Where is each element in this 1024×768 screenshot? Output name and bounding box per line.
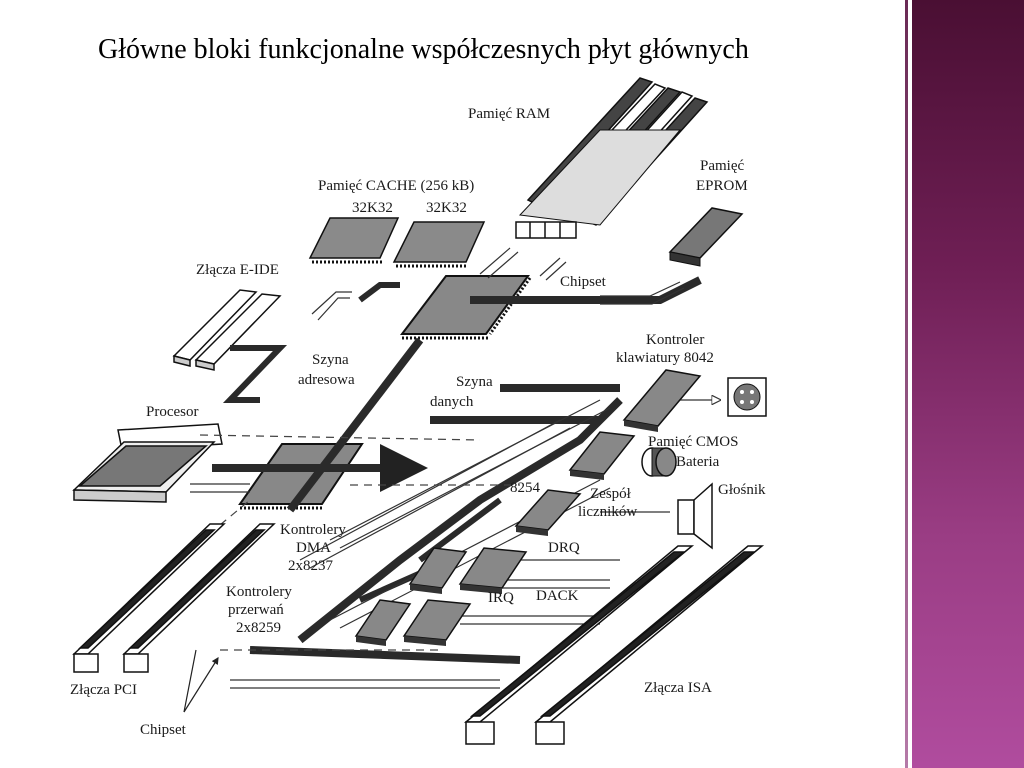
timer-chip bbox=[514, 489, 582, 536]
label-addr-bus-2: adresowa bbox=[298, 372, 355, 388]
label-ram: Pamięć RAM bbox=[468, 106, 550, 122]
label-counters-1: Zespół bbox=[590, 486, 632, 502]
outlined-buses bbox=[190, 247, 720, 689]
label-dack: DACK bbox=[536, 588, 579, 604]
eprom-chip bbox=[668, 207, 744, 267]
pic-chip-2 bbox=[402, 599, 472, 646]
speaker-icon bbox=[677, 482, 713, 550]
label-dma-2: DMA bbox=[296, 540, 331, 556]
label-processor: Procesor bbox=[146, 404, 199, 420]
label-kbd-2: klawiatury 8042 bbox=[616, 350, 714, 366]
battery-icon bbox=[641, 447, 677, 477]
cache-chip-2 bbox=[392, 221, 486, 268]
chipset-north bbox=[399, 275, 532, 340]
diagram-labels: Pamięć RAM Pamięć CACHE (256 kB) 32K32 3… bbox=[70, 106, 766, 738]
label-irq-ctrl-2: przerwań bbox=[228, 602, 284, 618]
chipset-pointer-arrow bbox=[183, 656, 219, 713]
ram-modules bbox=[515, 77, 709, 239]
motherboard-diagram: Pamięć RAM Pamięć CACHE (256 kB) 32K32 3… bbox=[70, 77, 767, 745]
label-timer-chip: 8254 bbox=[510, 480, 541, 496]
cmos-chip bbox=[568, 431, 636, 480]
keyboard-port-icon bbox=[727, 377, 767, 417]
label-data-bus-1: Szyna bbox=[456, 374, 493, 390]
label-chipset-bottom: Chipset bbox=[140, 722, 187, 738]
label-irq-ctrl-3: 2x8259 bbox=[236, 620, 281, 636]
label-cache-chip-1: 32K32 bbox=[352, 200, 393, 216]
label-dma-3: 2x8237 bbox=[288, 558, 334, 574]
label-chipset-top: Chipset bbox=[560, 274, 607, 290]
side-accent-band bbox=[912, 0, 1024, 768]
label-cmos-2: Bateria bbox=[676, 454, 720, 470]
cache-chip-1 bbox=[308, 217, 400, 264]
label-kbd-1: Kontroler bbox=[646, 332, 704, 348]
buses bbox=[212, 276, 702, 664]
label-addr-bus-1: Szyna bbox=[312, 352, 349, 368]
pic-chip-1 bbox=[354, 599, 412, 646]
label-cmos-1: Pamięć CMOS bbox=[648, 434, 738, 450]
label-dma-1: Kontrolery bbox=[280, 522, 346, 538]
side-accent-line bbox=[905, 0, 908, 768]
label-isa: Złącza ISA bbox=[644, 680, 712, 696]
label-irq-ctrl-1: Kontrolery bbox=[226, 584, 292, 600]
slide-title: Główne bloki funkcjonalne współczesnych … bbox=[98, 34, 749, 65]
label-speaker: Głośnik bbox=[718, 482, 766, 498]
label-irq: IRQ bbox=[488, 590, 514, 606]
label-pci: Złącza PCI bbox=[70, 682, 137, 698]
label-eprom-2: EPROM bbox=[696, 178, 748, 194]
label-drq: DRQ bbox=[548, 540, 580, 556]
chipset-pointer-line bbox=[183, 649, 197, 713]
dma-chip-2 bbox=[458, 547, 528, 594]
label-counters-2: liczników bbox=[578, 504, 637, 520]
label-cache: Pamięć CACHE (256 kB) bbox=[318, 178, 474, 194]
dma-chip-1 bbox=[408, 547, 468, 594]
label-data-bus-2: danych bbox=[430, 394, 474, 410]
keyboard-controller-chip bbox=[622, 369, 702, 432]
eide-connectors bbox=[172, 289, 282, 371]
dashed-links bbox=[199, 434, 520, 651]
label-cache-chip-2: 32K32 bbox=[426, 200, 467, 216]
label-eide: Złącza E-IDE bbox=[196, 262, 279, 278]
processor bbox=[72, 423, 223, 503]
label-eprom-1: Pamięć bbox=[700, 158, 744, 174]
pci-slots bbox=[72, 523, 276, 673]
isa-slots bbox=[463, 545, 765, 745]
